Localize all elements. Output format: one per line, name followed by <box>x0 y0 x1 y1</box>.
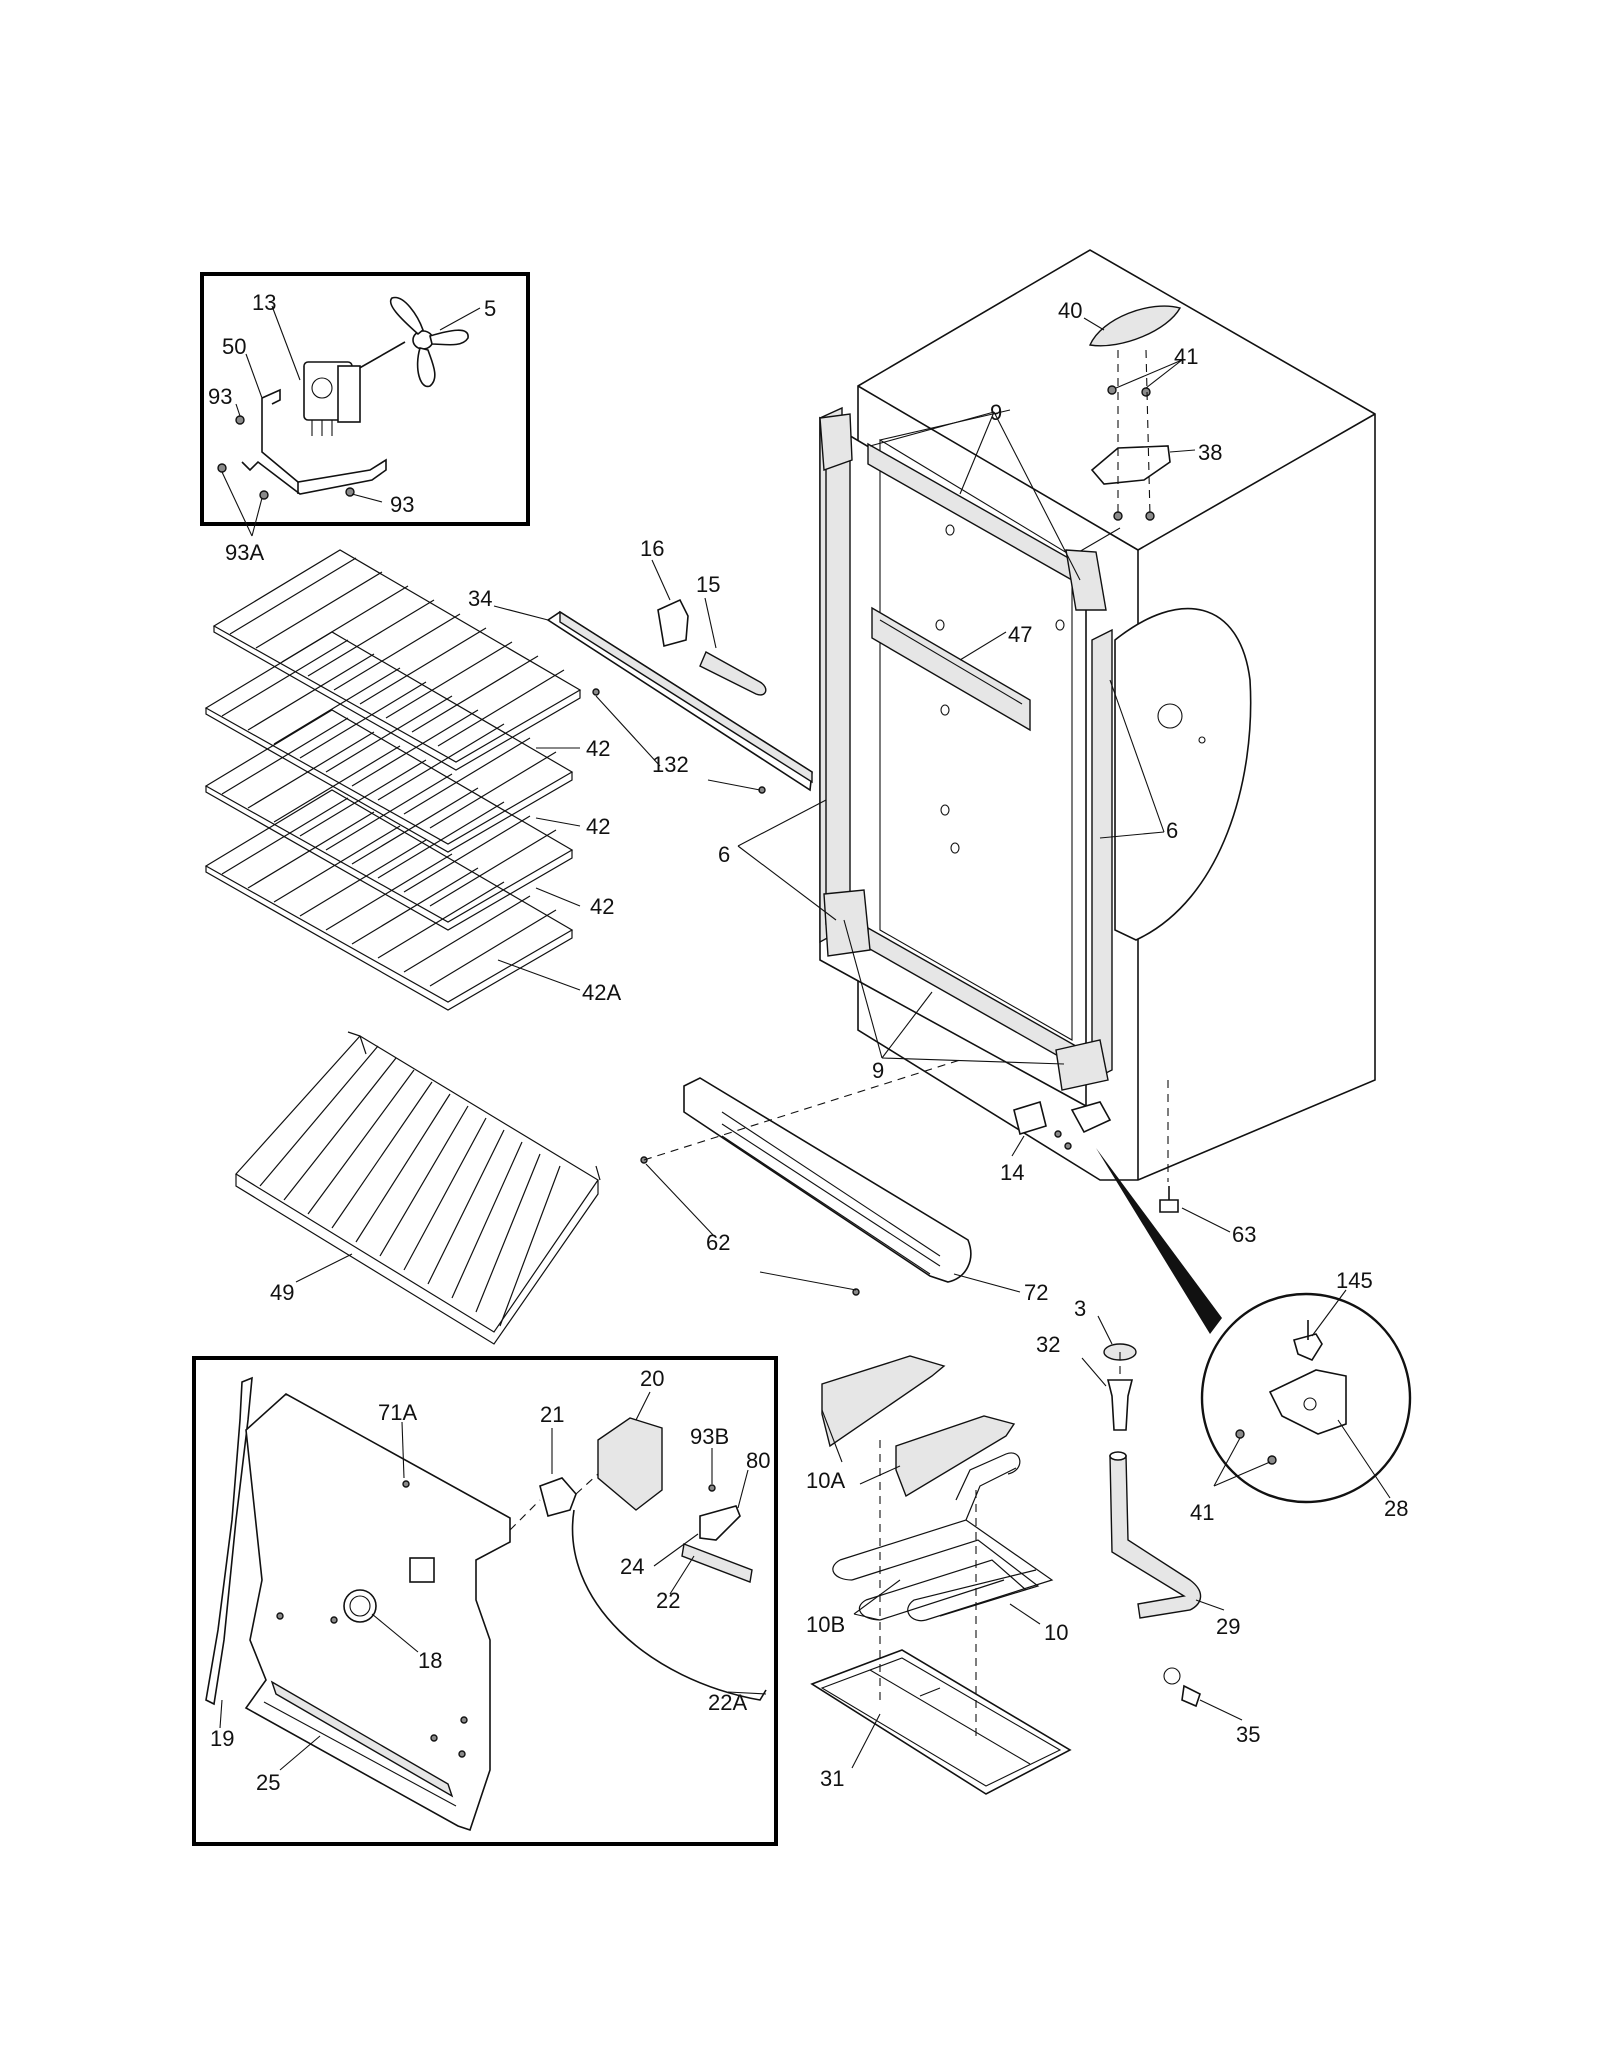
label-42A: 42A <box>582 980 621 1005</box>
hinge-detail: 145 28 41 <box>1096 1148 1412 1525</box>
fan-blade <box>389 296 469 388</box>
label-132: 132 <box>652 752 689 777</box>
door-switch: 14 <box>1000 1100 1047 1185</box>
label-145: 145 <box>1336 1268 1373 1293</box>
label-22: 22 <box>656 1588 680 1613</box>
label-42: 42 <box>586 736 610 761</box>
label-47: 47 <box>1008 622 1032 647</box>
wire-shelf <box>212 549 582 771</box>
label-71A: 71A <box>378 1400 417 1425</box>
label-42: 42 <box>590 894 614 919</box>
drain-parts: 3 32 29 35 <box>1036 1296 1260 1747</box>
wire-shelves: 42 42 42 42A <box>204 549 621 1011</box>
label-28: 28 <box>1384 1496 1408 1521</box>
label-25: 25 <box>256 1770 280 1795</box>
label-13: 13 <box>252 290 276 315</box>
wire-shelf <box>204 789 574 1011</box>
label-24: 24 <box>620 1554 644 1579</box>
evaporator-cover-inset: 71A 21 20 93B 80 24 22 18 19 22A 25 <box>192 1356 778 1846</box>
label-29: 29 <box>1216 1614 1240 1639</box>
label-93B: 93B <box>690 1424 729 1449</box>
label-93: 93 <box>208 384 232 409</box>
label-3: 3 <box>1074 1296 1086 1321</box>
label-32: 32 <box>1036 1332 1060 1357</box>
label-93: 93 <box>390 492 414 517</box>
wire-shelf <box>204 631 574 853</box>
label-41: 41 <box>1190 1500 1214 1525</box>
defrost-heater-assembly: 10A 10B 10 31 <box>806 1355 1072 1795</box>
label-15: 15 <box>696 572 720 597</box>
label-50: 50 <box>222 334 246 359</box>
label-19: 19 <box>210 1726 234 1751</box>
label-31: 31 <box>820 1766 844 1791</box>
label-22A: 22A <box>708 1690 747 1715</box>
motor-bracket <box>241 388 387 495</box>
label-9: 9 <box>872 1058 884 1083</box>
toe-grille: 62 72 <box>640 1059 1048 1305</box>
label-80: 80 <box>746 1448 770 1473</box>
label-38: 38 <box>1198 440 1222 465</box>
leveling-leg: 63 <box>1159 1080 1256 1247</box>
light-shield: 34 132 <box>468 586 813 794</box>
fan-motor <box>303 341 406 436</box>
label-18: 18 <box>418 1648 442 1673</box>
label-40: 40 <box>1058 298 1082 323</box>
label-6: 6 <box>718 842 730 867</box>
label-10: 10 <box>1044 1620 1068 1645</box>
label-9: 9 <box>990 400 1002 425</box>
freezer-cabinet <box>819 249 1376 1181</box>
label-21: 21 <box>540 1402 564 1427</box>
wire-shelf <box>204 709 574 931</box>
label-62: 62 <box>706 1230 730 1255</box>
label-10A: 10A <box>806 1468 845 1493</box>
light-socket-and-bulb: 16 15 <box>640 536 767 696</box>
label-14: 14 <box>1000 1160 1024 1185</box>
label-6: 6 <box>1166 818 1178 843</box>
label-20: 20 <box>640 1366 664 1391</box>
label-63: 63 <box>1232 1222 1256 1247</box>
fan-motor-inset: 13 5 50 93 93 93A <box>200 272 530 565</box>
label-41: 41 <box>1174 344 1198 369</box>
label-34: 34 <box>468 586 492 611</box>
label-49: 49 <box>270 1280 294 1305</box>
label-42: 42 <box>586 814 610 839</box>
label-10B: 10B <box>806 1612 845 1637</box>
label-72: 72 <box>1024 1280 1048 1305</box>
label-35: 35 <box>1236 1722 1260 1747</box>
label-5: 5 <box>484 296 496 321</box>
label-93A: 93A <box>225 540 264 565</box>
label-16: 16 <box>640 536 664 561</box>
wire-basket: 49 <box>235 1031 601 1345</box>
